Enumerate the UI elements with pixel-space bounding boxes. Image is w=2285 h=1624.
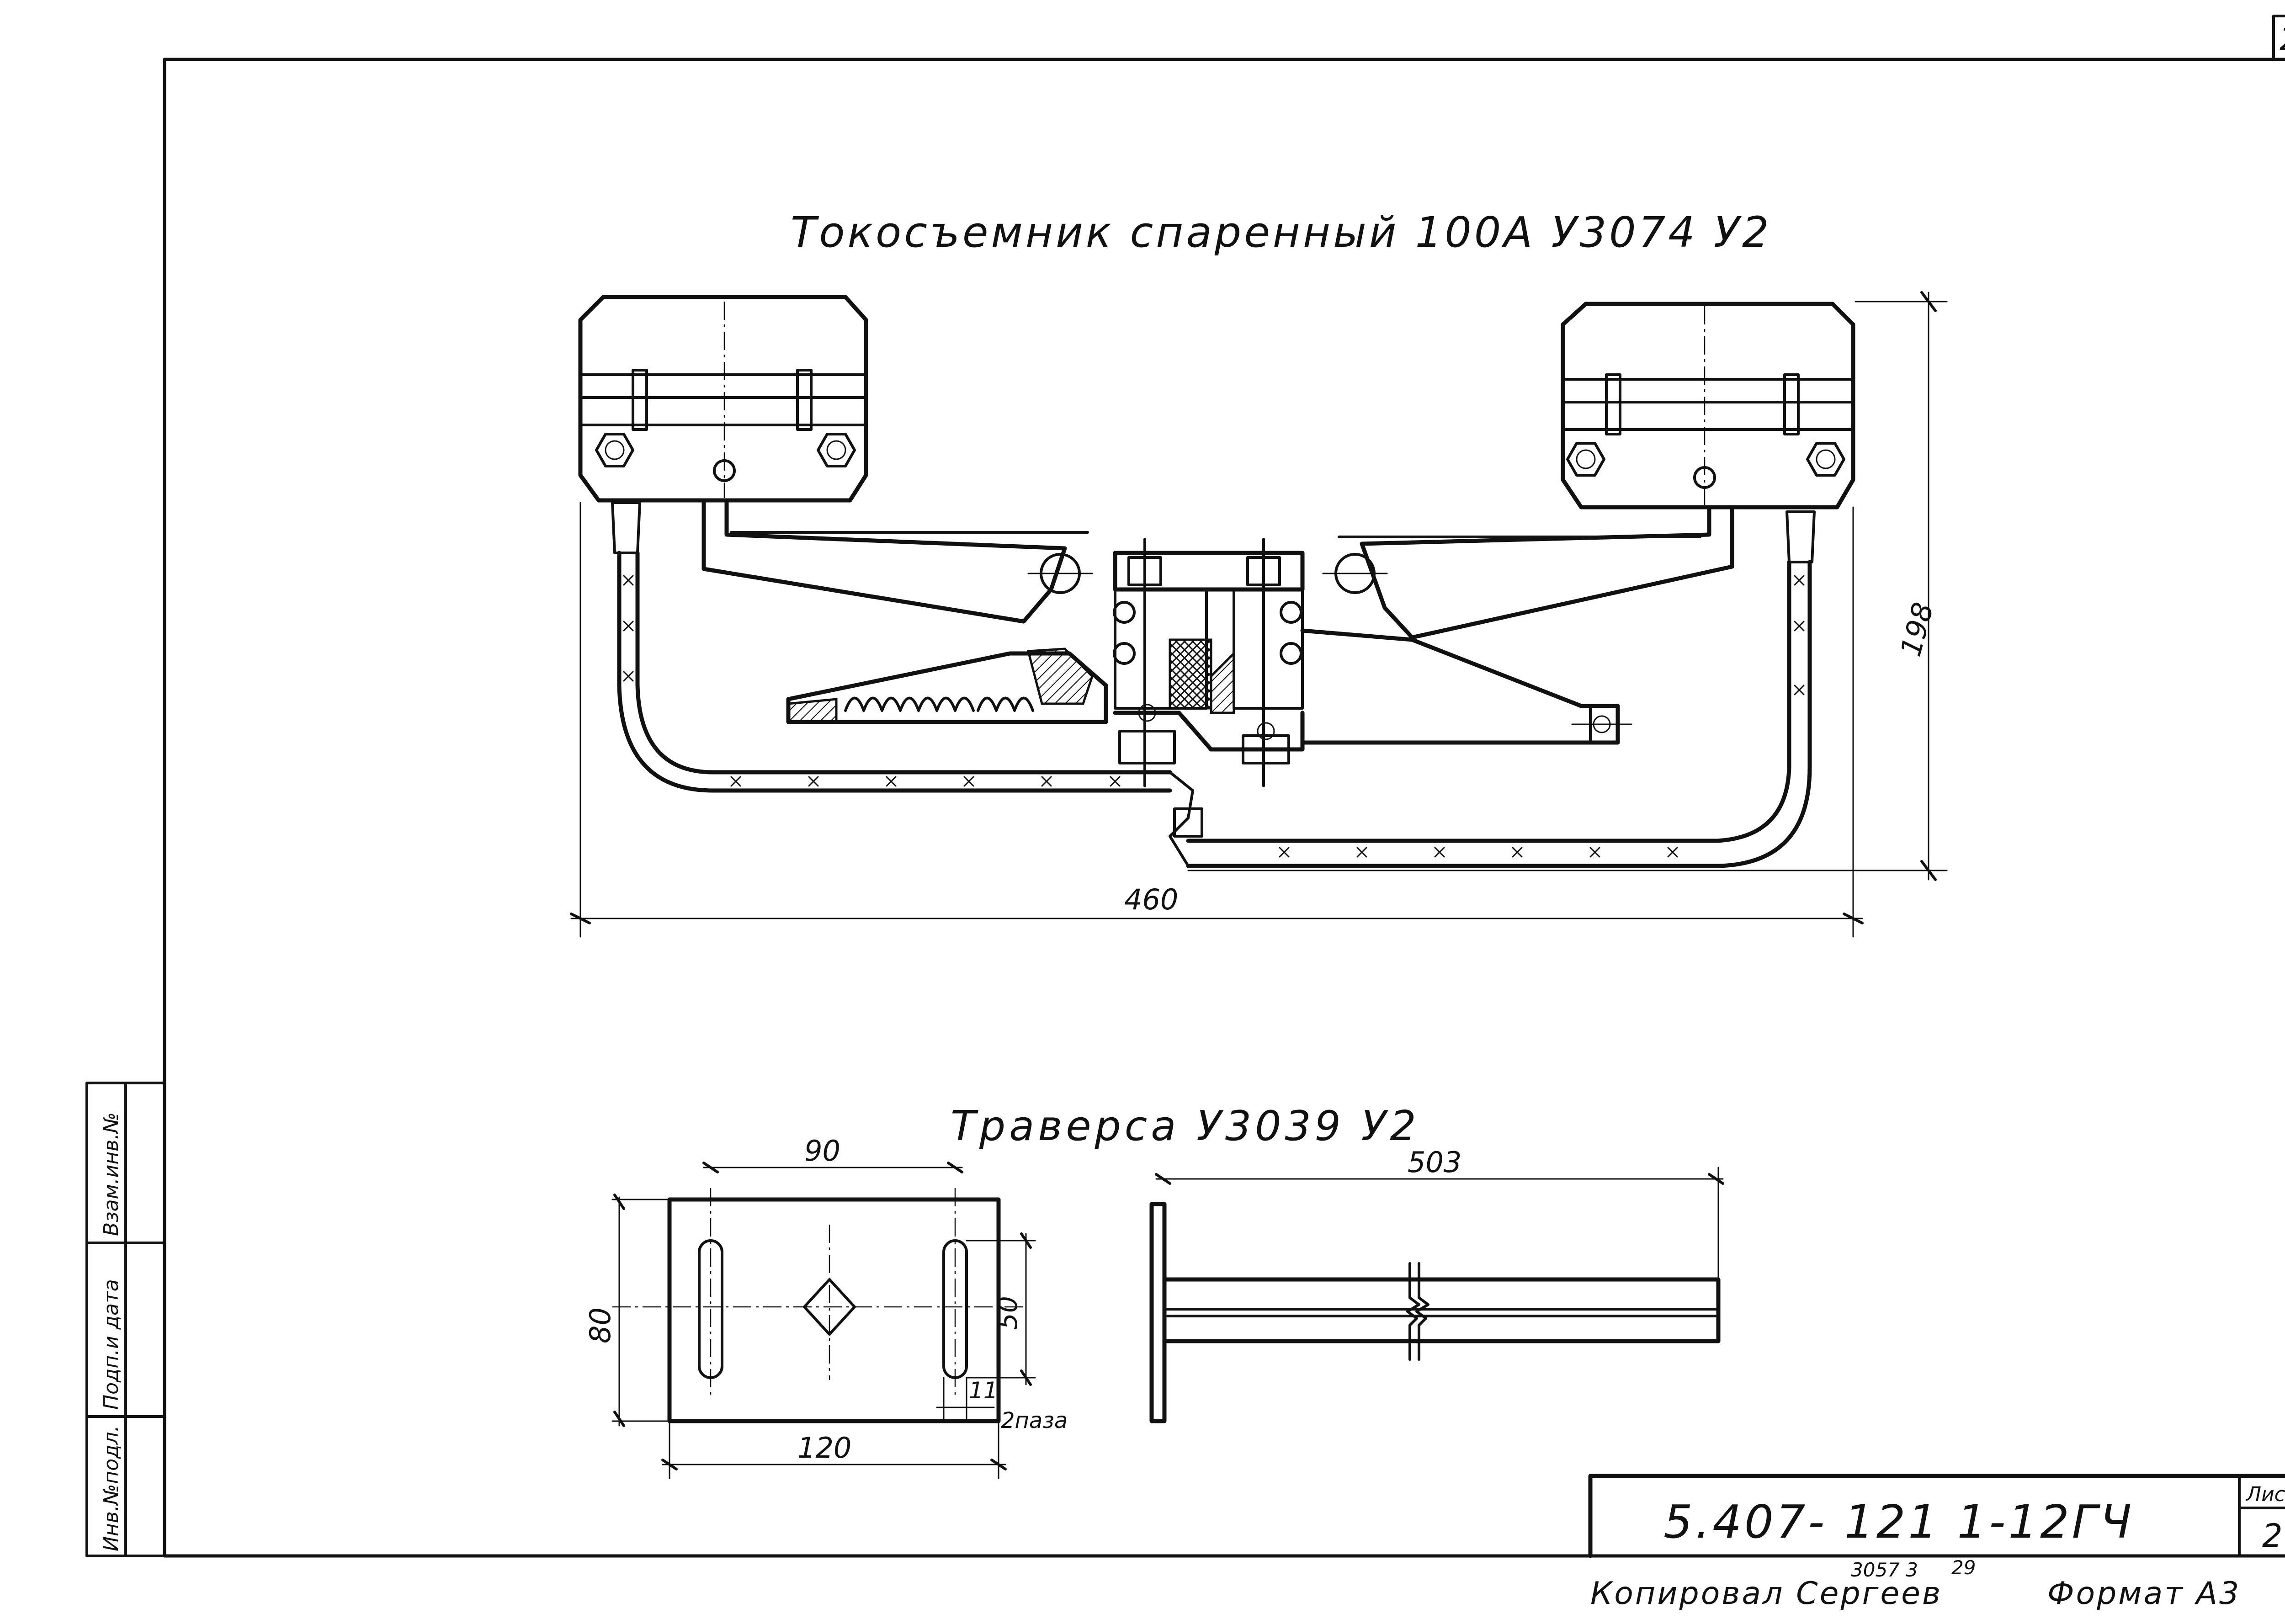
dimension-bar-length-label: 503 — [1408, 1146, 1461, 1179]
sheet-frame: 28 — [163, 15, 2285, 1558]
side-stamp: Инв.№подл. Подп.и дата Взам.инв.№ — [85, 1082, 166, 1557]
dimension-slot-width-label: 11 — [969, 1377, 998, 1404]
slot-note-label: 2паза — [1001, 1408, 1068, 1433]
footer: Копировал Сергеев 3057 3 29 Формат А3 — [1590, 1556, 2241, 1612]
footer-number-2: 29 — [1951, 1556, 1976, 1579]
right-shunt — [1169, 510, 1816, 868]
footer-format: Формат А3 — [2047, 1576, 2241, 1612]
traverse-bar-drawing: 503 — [1149, 1146, 1724, 1423]
dimension-width-label: 460 — [1124, 883, 1178, 916]
sheet-corner-number: 28 — [2280, 21, 2285, 58]
footer-copied-by: Копировал Сергеев — [1590, 1576, 1942, 1612]
traverse-plate-drawing: 90 80 120 50 11 2паза — [584, 1134, 1068, 1479]
stamp-sign-date: Подп.и дата — [100, 1279, 123, 1410]
central-hinge — [1113, 538, 1305, 787]
left-arm — [701, 498, 1108, 724]
current-collector-drawing: 460 198 — [570, 291, 1948, 938]
left-brush-block — [578, 295, 868, 503]
right-arm — [1300, 505, 1734, 745]
sheet-label: Лист — [2245, 1483, 2285, 1506]
stamp-replace-inv: Взам.инв.№ — [100, 1112, 123, 1236]
dimension-slot-length-label: 50 — [992, 1296, 1023, 1330]
dimension-plate-width-label: 120 — [797, 1431, 851, 1465]
left-shunt — [611, 501, 1172, 793]
main-drawing-title: Токосъемник спаренный 100А У3074 У2 — [791, 208, 1772, 257]
footer-number: 3057 3 — [1851, 1559, 1918, 1581]
traverse-title: Траверса У3039 У2 — [951, 1102, 1420, 1150]
document-code: 5.407- 121 1-12ГЧ — [1663, 1495, 2134, 1549]
dimension-spacing-label: 90 — [804, 1134, 840, 1168]
stamp-inv-no-original: Инв.№подл. — [100, 1425, 123, 1551]
right-brush-block — [1561, 302, 1855, 509]
dimension-height-label: 198 — [1894, 599, 1940, 660]
dimension-plate-height-label: 80 — [584, 1307, 617, 1343]
sheet-value: 2 — [2262, 1517, 2283, 1555]
title-block: 5.407- 121 1-12ГЧ Лист 2 — [1588, 1474, 2285, 1558]
dimension-width: 460 — [570, 502, 1864, 938]
